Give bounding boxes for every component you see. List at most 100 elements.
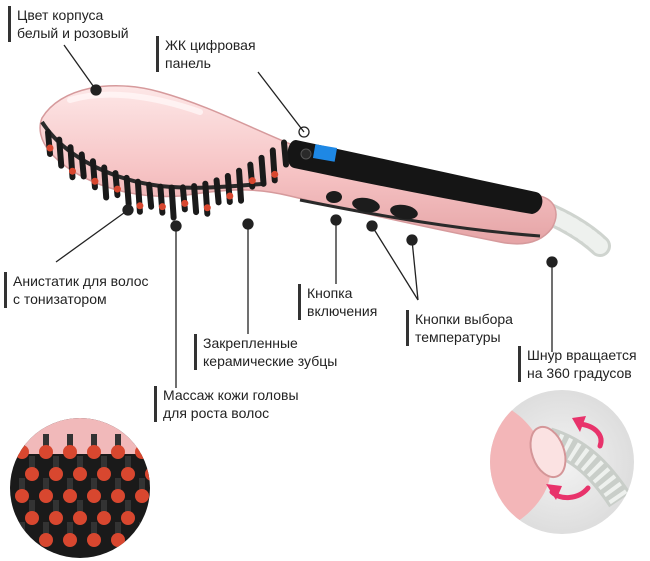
closeup-bristle-tip (97, 467, 111, 481)
label-line: Кнопка (307, 285, 353, 301)
closeup-bristle-tip (145, 511, 150, 525)
closeup-bristle-tip (49, 511, 63, 525)
closeup-bristle-tip (49, 467, 63, 481)
label-line: включения (307, 303, 378, 319)
label-ceramic-teeth: Закрепленные керамические зубцы (194, 334, 337, 370)
bristle-tip (271, 170, 279, 178)
bristle (56, 136, 65, 169)
closeup-bristle-tip (135, 445, 149, 459)
bristle (123, 174, 132, 207)
closeup-bristle (67, 434, 73, 452)
bristle-tip (68, 167, 76, 175)
closeup-bristle (43, 478, 49, 496)
label-antistatic: Анистатик для волос с тонизатором (4, 272, 149, 308)
label-line: Кнопки выбора (415, 311, 513, 327)
closeup-bristle (77, 456, 83, 474)
closeup-bristle-tip (121, 467, 135, 481)
closeup-bristle (115, 522, 121, 540)
closeup-bristle (149, 456, 150, 474)
closeup-bristle-tip (25, 511, 39, 525)
label-cord: Шнур вращается на 360 градусов (518, 346, 637, 382)
label-lcd-panel: ЖК цифровая панель (156, 36, 256, 72)
bristle (101, 164, 110, 201)
bristles (45, 129, 289, 221)
closeup-bristle (53, 500, 59, 518)
power-button[interactable] (326, 191, 342, 203)
temp-down-button[interactable] (351, 196, 381, 215)
bristle-closeup (10, 418, 150, 558)
label-line: с тонизатором (13, 291, 107, 307)
label-line: Шнур вращается (527, 347, 637, 363)
closeup-bristle (43, 434, 49, 452)
bristle (78, 151, 87, 180)
closeup-bristle-tip (63, 533, 77, 547)
bristle-tip (203, 204, 211, 212)
closeup-bristle (125, 456, 131, 474)
closeup-bristle (29, 456, 35, 474)
closeup-bristle (91, 434, 97, 452)
closeup-bristle-tip (111, 533, 125, 547)
closeup-bristle-tip (135, 489, 149, 503)
closeup-bristle-tip (15, 445, 29, 459)
closeup-bristle-tip (121, 511, 135, 525)
label-line: на 360 градусов (527, 365, 632, 381)
bristle-tip (136, 202, 144, 210)
callout-lines (55, 44, 558, 388)
label-line: температуры (415, 329, 501, 345)
closeup-bristle (101, 500, 107, 518)
bristle (191, 183, 200, 216)
closeup-bristle (29, 500, 35, 518)
closeup-bristle-tip (111, 445, 125, 459)
closeup-bristle-tip (135, 533, 149, 547)
bristle-tip (46, 144, 54, 152)
closeup-bristle-tip (111, 489, 125, 503)
label-line: Закрепленные (203, 335, 298, 351)
closeup-bristle (139, 478, 145, 496)
bristle-tip (113, 185, 121, 193)
closeup-bristle (139, 522, 145, 540)
label-body-color: Цвет корпуса белый и розовый (8, 6, 129, 42)
label-scalp-massage: Массаж кожи головы для роста волос (154, 386, 299, 422)
bristle-tip (158, 203, 166, 211)
closeup-bristle (67, 522, 73, 540)
bristle-tip (248, 177, 256, 185)
bristle (213, 177, 222, 206)
closeup-bristle (43, 522, 49, 540)
bristle-tip (91, 177, 99, 185)
closeup-bristle-tip (63, 445, 77, 459)
closeup-bristle-tip (39, 533, 53, 547)
closeup-bristle (19, 522, 25, 540)
temp-up-button[interactable] (389, 203, 419, 222)
label-temp-buttons: Кнопки выбора температуры (406, 310, 513, 346)
bristle (146, 181, 155, 210)
closeup-bristle-tip (15, 489, 29, 503)
label-line: для роста волос (163, 405, 270, 421)
label-line: Цвет корпуса (17, 7, 104, 23)
closeup-bristle-tip (73, 511, 87, 525)
closeup-bristle (125, 500, 131, 518)
closeup-bristle (149, 500, 150, 518)
closeup-bristle-tip (87, 533, 101, 547)
closeup-bristle-tip (145, 467, 150, 481)
closeup-bristle (19, 478, 25, 496)
closeup-bristle (91, 522, 97, 540)
closeup-bristle (115, 434, 121, 452)
label-line: Анистатик для волос (13, 273, 149, 289)
label-line: керамические зубцы (203, 353, 338, 369)
closeup-bristle-tip (15, 533, 29, 547)
closeup-bristle (101, 456, 107, 474)
cord-rotation-closeup (490, 390, 634, 534)
closeup-bristle (91, 478, 97, 496)
closeup-bristle (115, 478, 121, 496)
closeup-bristle-tip (87, 489, 101, 503)
closeup-bristle-tip (39, 445, 53, 459)
closeup-bristle (67, 478, 73, 496)
closeup-bristle-tip (63, 489, 77, 503)
label-line: ЖК цифровая (165, 37, 256, 53)
bristle (236, 167, 245, 204)
label-line: панель (165, 55, 211, 71)
closeup-bristle (77, 500, 83, 518)
closeup-bristle (139, 434, 145, 452)
